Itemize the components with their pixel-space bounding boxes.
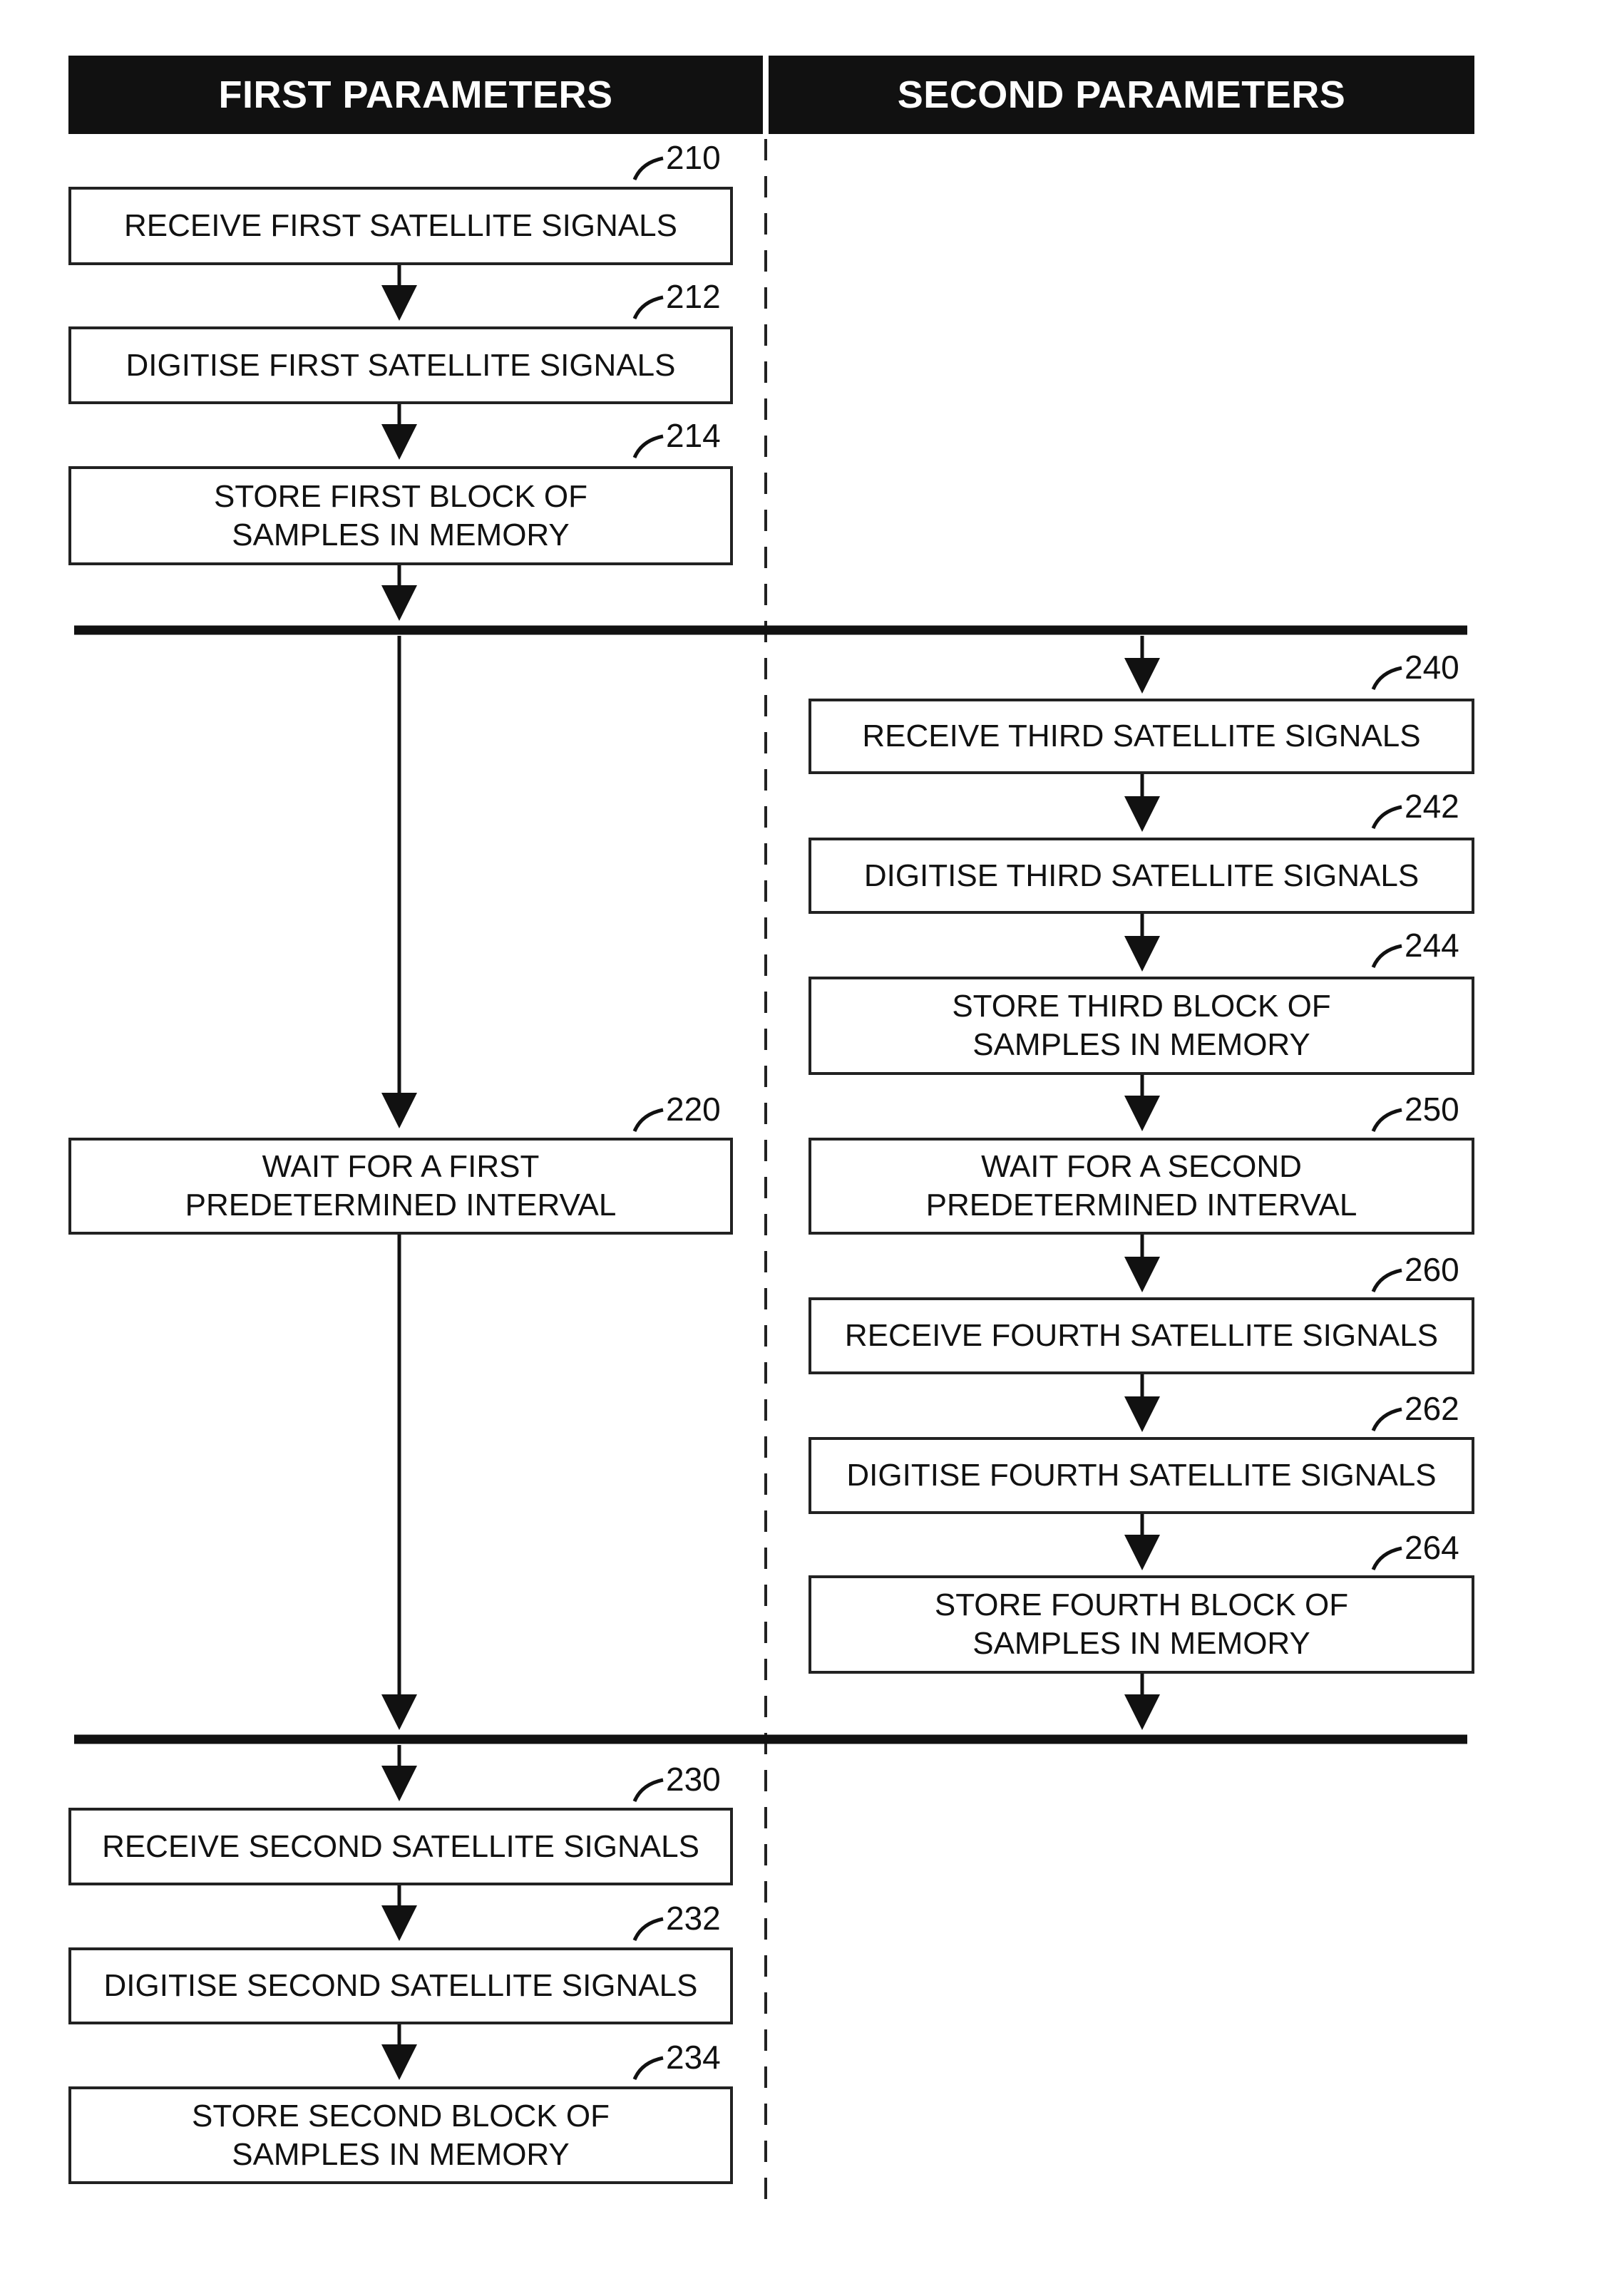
step-220-box: WAIT FOR A FIRST PREDETERMINED INTERVAL [68, 1138, 733, 1235]
step-220-line2: PREDETERMINED INTERVAL [185, 1186, 617, 1225]
step-220-line1: WAIT FOR A FIRST [185, 1148, 617, 1186]
ref-264: 264 [1405, 1530, 1459, 1565]
leader-214 [635, 436, 663, 458]
ref-250: 250 [1405, 1091, 1459, 1127]
leader-244 [1373, 946, 1402, 967]
step-212-text: DIGITISE FIRST SATELLITE SIGNALS [125, 348, 675, 383]
leader-242 [1373, 807, 1402, 828]
step-212-box: DIGITISE FIRST SATELLITE SIGNALS [68, 326, 733, 404]
leader-260 [1373, 1270, 1402, 1292]
leader-212 [635, 297, 663, 319]
step-260-text: RECEIVE FOURTH SATELLITE SIGNALS [845, 1318, 1438, 1353]
step-264-box: STORE FOURTH BLOCK OF SAMPLES IN MEMORY [808, 1575, 1474, 1674]
step-242-text: DIGITISE THIRD SATELLITE SIGNALS [864, 858, 1419, 893]
step-260-box: RECEIVE FOURTH SATELLITE SIGNALS [808, 1297, 1474, 1374]
step-244-line1: STORE THIRD BLOCK OF [952, 987, 1330, 1026]
step-214-box: STORE FIRST BLOCK OF SAMPLES IN MEMORY [68, 466, 733, 565]
ref-232: 232 [666, 1900, 721, 1936]
step-244-line2: SAMPLES IN MEMORY [952, 1026, 1330, 1064]
step-250-line1: WAIT FOR A SECOND [926, 1148, 1357, 1186]
ref-212: 212 [666, 279, 721, 314]
ref-242: 242 [1405, 788, 1459, 824]
ref-260: 260 [1405, 1252, 1459, 1287]
ref-220: 220 [666, 1091, 721, 1127]
step-234-line2: SAMPLES IN MEMORY [192, 2136, 610, 2174]
step-210-text: RECEIVE FIRST SATELLITE SIGNALS [124, 208, 677, 243]
step-244-box: STORE THIRD BLOCK OF SAMPLES IN MEMORY [808, 977, 1474, 1075]
leader-232 [635, 1919, 663, 1940]
step-214-line1: STORE FIRST BLOCK OF [214, 478, 587, 516]
step-234-box: STORE SECOND BLOCK OF SAMPLES IN MEMORY [68, 2086, 733, 2184]
step-262-box: DIGITISE FOURTH SATELLITE SIGNALS [808, 1437, 1474, 1514]
step-210-box: RECEIVE FIRST SATELLITE SIGNALS [68, 187, 733, 265]
step-230-text: RECEIVE SECOND SATELLITE SIGNALS [102, 1829, 699, 1864]
leader-264 [1373, 1548, 1402, 1570]
leader-220 [635, 1110, 663, 1131]
ref-234: 234 [666, 2039, 721, 2075]
step-214-line2: SAMPLES IN MEMORY [214, 516, 587, 555]
step-264-line2: SAMPLES IN MEMORY [935, 1625, 1348, 1663]
step-232-text: DIGITISE SECOND SATELLITE SIGNALS [104, 1968, 698, 2003]
ref-240: 240 [1405, 649, 1459, 685]
step-240-box: RECEIVE THIRD SATELLITE SIGNALS [808, 699, 1474, 774]
step-234-line1: STORE SECOND BLOCK OF [192, 2097, 610, 2136]
ref-214: 214 [666, 418, 721, 453]
leader-230 [635, 1780, 663, 1801]
step-240-text: RECEIVE THIRD SATELLITE SIGNALS [862, 719, 1420, 753]
ref-244: 244 [1405, 927, 1459, 963]
leader-250 [1373, 1110, 1402, 1131]
ref-230: 230 [666, 1761, 721, 1797]
leader-210 [635, 158, 663, 180]
leader-234 [635, 2058, 663, 2079]
step-242-box: DIGITISE THIRD SATELLITE SIGNALS [808, 838, 1474, 914]
step-232-box: DIGITISE SECOND SATELLITE SIGNALS [68, 1947, 733, 2024]
step-250-box: WAIT FOR A SECOND PREDETERMINED INTERVAL [808, 1138, 1474, 1235]
leader-262 [1373, 1409, 1402, 1431]
step-230-box: RECEIVE SECOND SATELLITE SIGNALS [68, 1808, 733, 1885]
ref-210: 210 [666, 140, 721, 175]
step-262-text: DIGITISE FOURTH SATELLITE SIGNALS [846, 1458, 1436, 1493]
leader-240 [1373, 668, 1402, 689]
ref-262: 262 [1405, 1391, 1459, 1426]
step-250-line2: PREDETERMINED INTERVAL [926, 1186, 1357, 1225]
step-264-line1: STORE FOURTH BLOCK OF [935, 1586, 1348, 1625]
